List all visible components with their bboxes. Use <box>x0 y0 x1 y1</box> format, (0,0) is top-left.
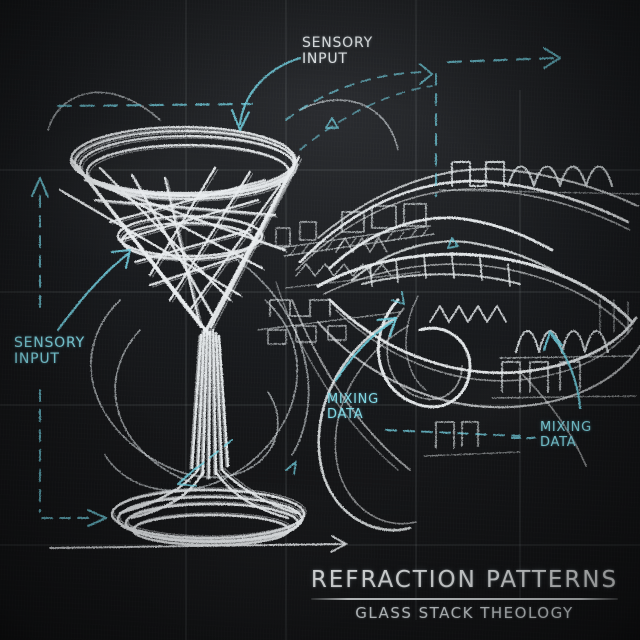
arrow-mixing-data-right <box>550 334 582 410</box>
dashed-arc-upper <box>285 71 429 121</box>
arrow-sensory-input-left <box>56 252 130 332</box>
arrow-mixing-data-center <box>334 320 394 382</box>
dashed-arc-lower <box>299 85 433 151</box>
dashed-leader-mixing-center <box>385 429 521 437</box>
dashed-arrow-top-right <box>446 56 558 64</box>
cyan-tick-accents <box>285 117 459 475</box>
arrow-head-left-up <box>30 176 50 199</box>
dashed-guide-top-left <box>56 102 254 108</box>
